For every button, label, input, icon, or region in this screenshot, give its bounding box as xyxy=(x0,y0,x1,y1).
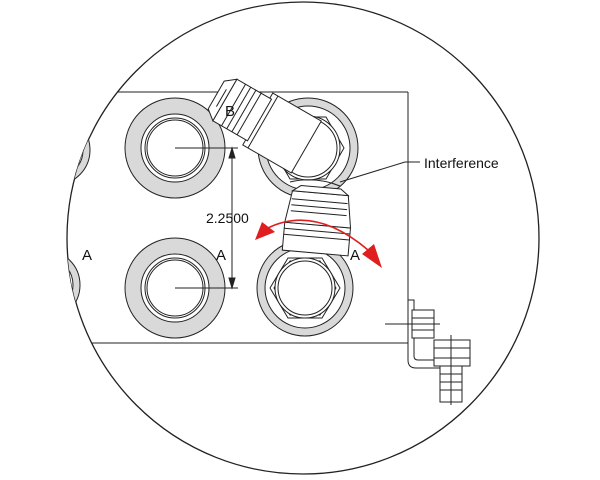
interference-zone xyxy=(289,179,341,187)
dimension-line xyxy=(228,146,236,290)
label-port-a-left: A xyxy=(82,247,93,264)
port-b xyxy=(124,97,238,199)
interference-leader xyxy=(339,161,420,183)
label-port-b: B xyxy=(225,103,236,120)
fitting-upper xyxy=(207,78,359,199)
label-port-a-right: A xyxy=(350,247,361,264)
port-a-center xyxy=(124,237,238,339)
label-port-a-center: A xyxy=(216,247,227,264)
fitting-lower xyxy=(256,185,354,337)
interference-label: Interference xyxy=(424,155,499,171)
mounting-bracket xyxy=(385,299,471,405)
port-left-lower xyxy=(67,249,81,321)
rotation-arrow-icon xyxy=(255,219,382,268)
dimension-text: 2.2500 xyxy=(206,210,249,226)
port-left-upper xyxy=(67,114,91,186)
